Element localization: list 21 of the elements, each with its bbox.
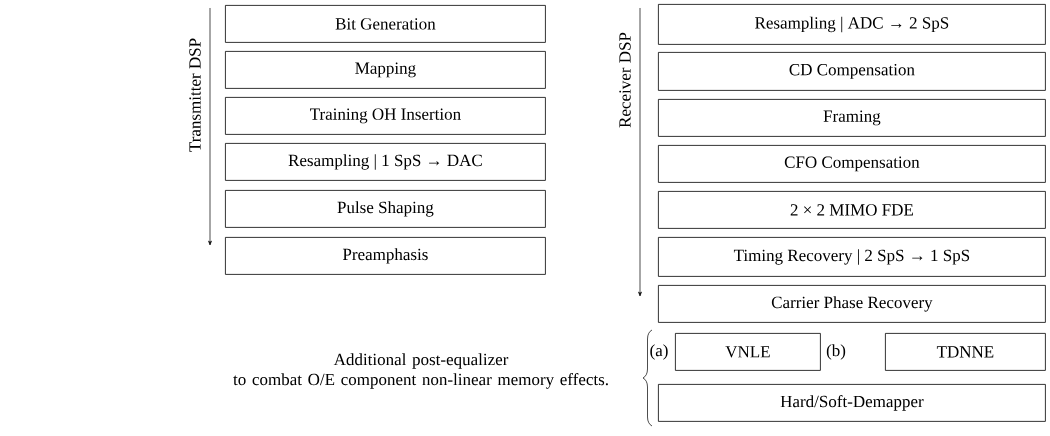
process-box: Bit Generation [225,5,546,43]
side-label: Receiver DSP [619,32,631,128]
process-box: Mapping [225,51,546,89]
process-box: Pulse Shaping [225,190,546,228]
process-box: 2 × 2 MIMO FDE [658,191,1046,229]
process-box: Resampling | ADC → 2 SpS [658,4,1046,45]
annotation-text: Additional post-equalizer to combat O/E component non-linear memory effects. [233,353,608,389]
panel-label: (b) [826,344,846,360]
panel-label: (a) [650,344,668,360]
process-box: Timing Recovery | 2 SpS → 1 SpS [658,237,1046,277]
process-box: Training OH Insertion [225,97,546,135]
process-box: Resampling | 1 SpS → DAC [225,143,546,181]
process-box: Preamphasis [225,237,546,275]
process-box: CFO Compensation [658,145,1046,183]
process-box: VNLE [675,333,821,371]
process-box: Hard/Soft-Demapper [658,384,1046,422]
process-box: Framing [658,99,1046,137]
process-box: CD Compensation [658,52,1046,91]
side-label: Transmitter DSP [189,38,201,152]
process-box: Carrier Phase Recovery [658,285,1046,323]
process-box: TDNNE [885,333,1046,371]
